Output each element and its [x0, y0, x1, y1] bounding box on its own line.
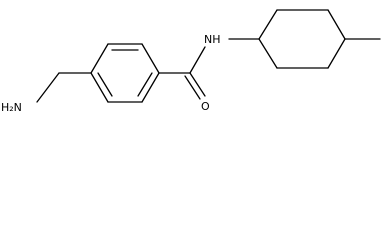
bond-ring-4: [141, 72, 160, 103]
bond-cyclohexane-3: [327, 9, 346, 40]
bond-cyclohexane-4: [327, 38, 346, 69]
bond-ring-6: [90, 72, 109, 103]
carbonyl-oxygen-label: O: [201, 100, 210, 113]
bond-ring-1: [90, 43, 109, 74]
bond-ring-double-2: [137, 72, 153, 97]
bond-ring-3: [141, 43, 160, 74]
bond-ring-double-3: [97, 72, 113, 97]
amine-label: H₂N: [1, 101, 22, 114]
bond-carbonyl-double-2: [184, 75, 201, 100]
structure-canvas: H₂N NH O: [0, 0, 385, 118]
molecule-structure: H₂N NH O: [1, 9, 381, 114]
bond-cyclohexane-1: [258, 9, 278, 40]
bond-n-ch2: [36, 72, 60, 103]
bond-carbonyl-n: [189, 46, 206, 74]
bond-cyclohexane-6: [258, 38, 278, 69]
amide-nitrogen-label: NH: [204, 33, 221, 46]
bond-carbonyl-double-1: [189, 72, 206, 97]
